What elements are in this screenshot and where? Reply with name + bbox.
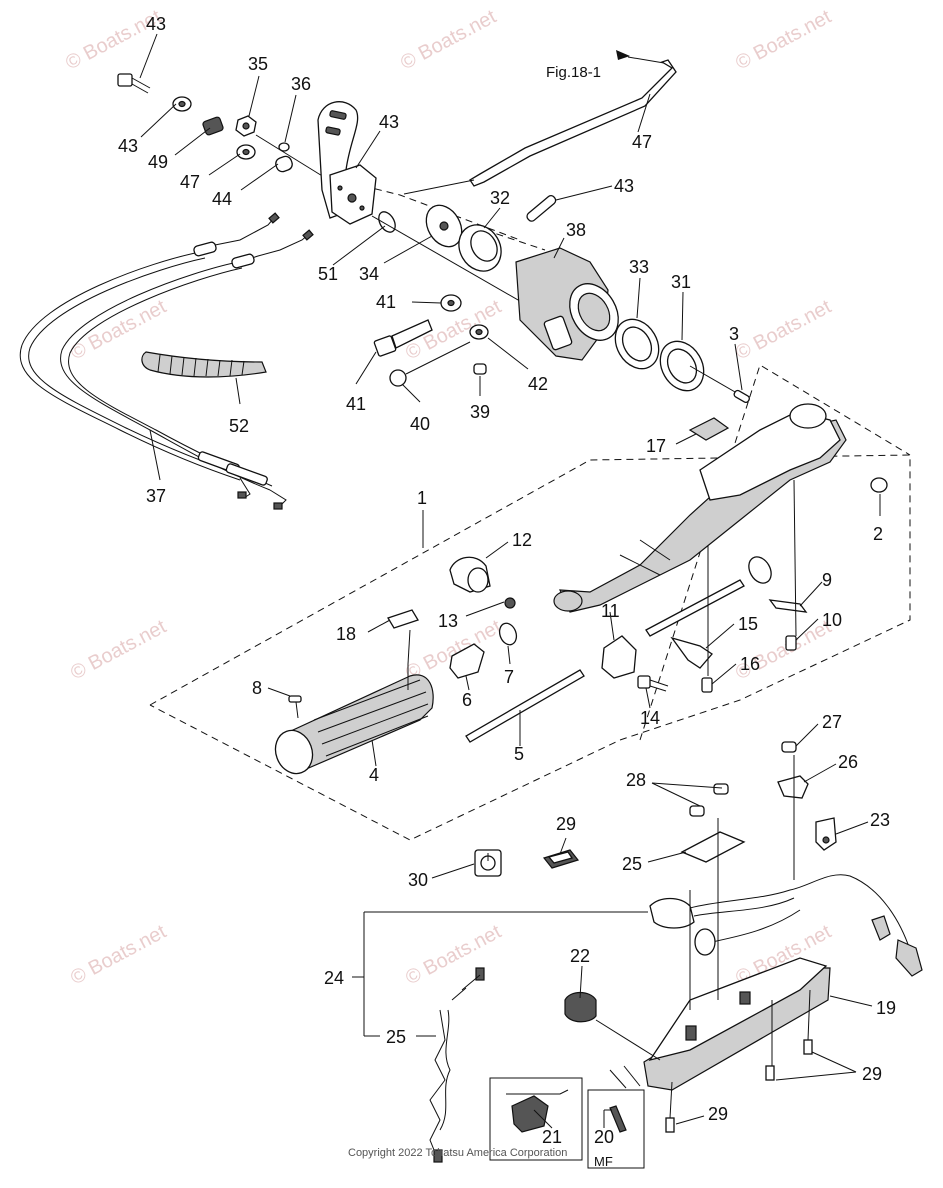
watermark: © Boats.net xyxy=(397,6,500,75)
mf-label: MF xyxy=(594,1154,613,1169)
lever-assembly xyxy=(317,101,533,309)
callout: 4 xyxy=(369,765,379,785)
watermark: © Boats.net xyxy=(732,6,835,75)
callout: 1 xyxy=(417,488,427,508)
callout: 9 xyxy=(822,570,832,590)
callout: 29 xyxy=(862,1064,882,1084)
callout: 16 xyxy=(740,654,760,674)
callout: 49 xyxy=(148,152,168,172)
copyright: Copyright 2022 Tohatsu America Corporati… xyxy=(348,1147,567,1159)
callout: 36 xyxy=(291,74,311,94)
kit-20-box xyxy=(587,1089,645,1169)
callout: 29 xyxy=(556,814,576,834)
callout: 33 xyxy=(629,257,649,277)
callout: 8 xyxy=(252,678,262,698)
callout: 32 xyxy=(490,188,510,208)
callout: 24 xyxy=(324,968,344,988)
callout: 2 xyxy=(873,524,883,544)
callout: 28 xyxy=(626,770,646,790)
callout: 39 xyxy=(470,402,490,422)
callout: 34 xyxy=(359,264,379,284)
callout: 27 xyxy=(822,712,842,732)
callout: 41 xyxy=(346,394,366,414)
lower-assembly xyxy=(429,741,923,1169)
callout: 23 xyxy=(870,810,890,830)
callout: 29 xyxy=(708,1104,728,1124)
callout: 30 xyxy=(408,870,428,890)
callout: 26 xyxy=(838,752,858,772)
callout: 11 xyxy=(601,601,620,621)
callout-labels: 43 43 49 47 44 35 36 43 51 34 47 43 32 3… xyxy=(118,14,896,1147)
callout: 43 xyxy=(118,136,138,156)
hardware-top-left xyxy=(117,73,333,183)
callout: 13 xyxy=(438,611,458,631)
callout: 35 xyxy=(248,54,268,74)
callout: 31 xyxy=(671,272,691,292)
callout: 47 xyxy=(632,132,652,152)
callout: 6 xyxy=(462,690,472,710)
callout: 51 xyxy=(318,264,338,284)
callout: 44 xyxy=(212,189,232,209)
callout: 10 xyxy=(822,610,842,630)
callout: 52 xyxy=(229,416,249,436)
callout: 22 xyxy=(570,946,590,966)
callout: 18 xyxy=(336,624,356,644)
callout: 20 xyxy=(594,1127,614,1147)
callout: 47 xyxy=(180,172,200,192)
throttle-housing xyxy=(373,194,750,404)
callout: 14 xyxy=(640,708,660,728)
callout: 41 xyxy=(376,292,396,312)
callout: 40 xyxy=(410,414,430,434)
callout: 43 xyxy=(614,176,634,196)
callout: 12 xyxy=(512,530,532,550)
watermark: © Boats.net xyxy=(67,616,170,685)
callout: 25 xyxy=(386,1027,406,1047)
callout: 42 xyxy=(528,374,548,394)
callout: 21 xyxy=(542,1127,562,1147)
watermark: © Boats.net xyxy=(402,921,505,990)
callout: 25 xyxy=(622,854,642,874)
callout: 38 xyxy=(566,220,586,240)
figure-reference: Fig.18-1 xyxy=(546,64,601,81)
callout: 43 xyxy=(379,112,399,132)
callout: 17 xyxy=(646,436,666,456)
rod-49: Fig.18-1 xyxy=(403,50,677,195)
watermark: © Boats.net xyxy=(67,921,170,990)
callout: 19 xyxy=(876,998,896,1018)
callout: 43 xyxy=(146,14,166,34)
callout: 5 xyxy=(514,744,524,764)
callout: 37 xyxy=(146,486,166,506)
callout: 7 xyxy=(504,667,514,687)
watermark: © Boats.net xyxy=(732,296,835,365)
callout: 15 xyxy=(738,614,758,634)
leader-lines xyxy=(139,33,881,1129)
callout: 3 xyxy=(729,324,739,344)
cables xyxy=(19,212,314,510)
kit-21-box xyxy=(489,1077,583,1161)
tiller-body xyxy=(274,403,888,775)
